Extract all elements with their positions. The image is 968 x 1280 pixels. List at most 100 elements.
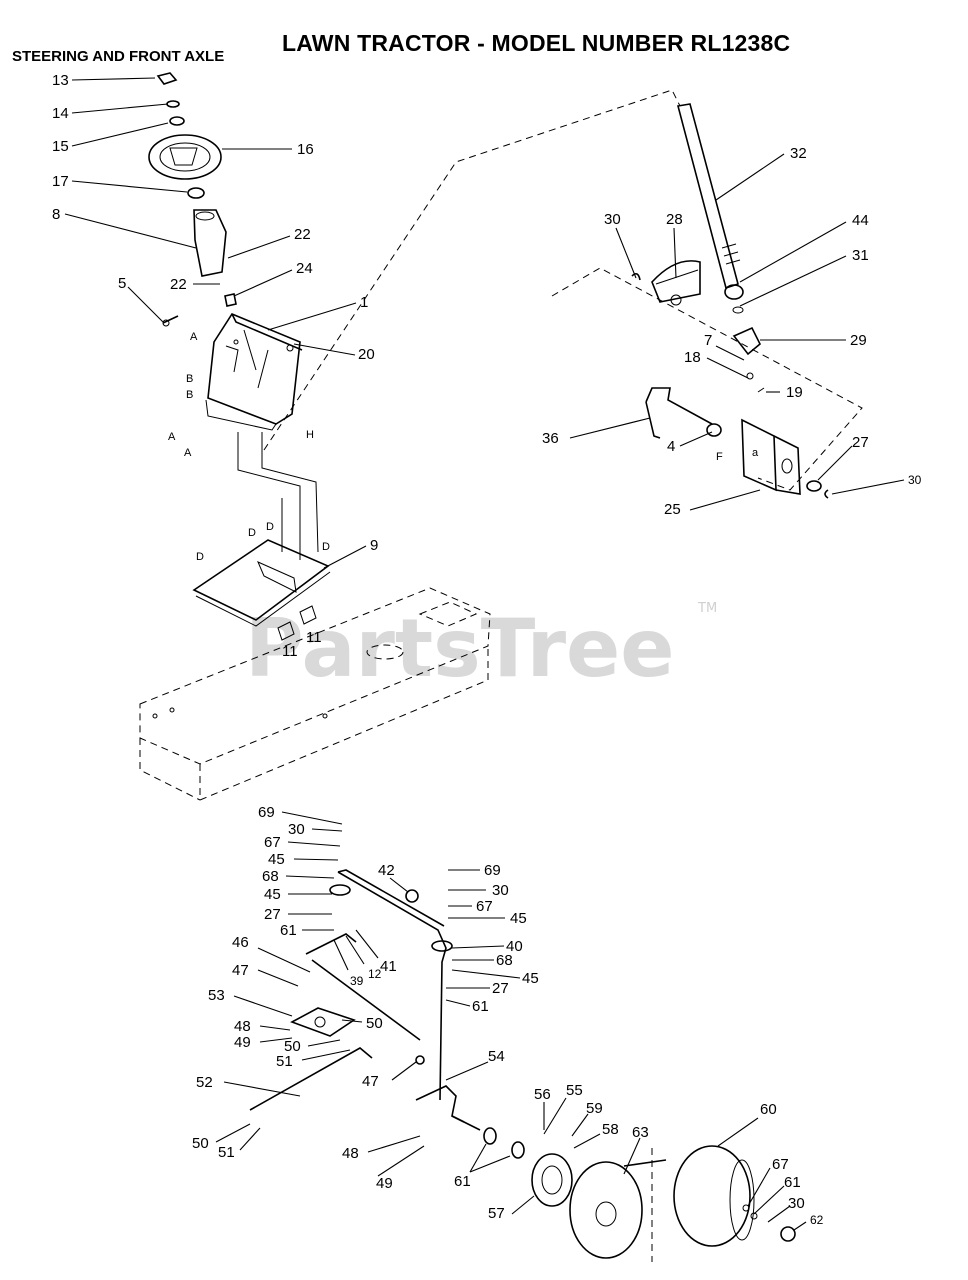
callout-63: 63: [632, 1124, 649, 1141]
callout-67-wheel: 67: [772, 1156, 789, 1173]
ref-letter-a-1: A: [190, 331, 198, 343]
callout-59: 59: [586, 1100, 603, 1117]
callout-52: 52: [196, 1074, 213, 1091]
callout-4: 4: [667, 438, 675, 455]
callout-25: 25: [664, 501, 681, 518]
callout-1: 1: [360, 294, 368, 311]
callout-49-lower: 49: [376, 1175, 393, 1192]
ref-letter-d-3: D: [266, 521, 274, 533]
reference-letters: A B B A A H D D D D F a: [168, 331, 759, 563]
callout-69-left: 69: [258, 804, 275, 821]
callout-36: 36: [542, 430, 559, 447]
callout-31: 31: [852, 247, 869, 264]
callout-30-steer: 30: [908, 473, 922, 487]
callout-9: 9: [370, 537, 378, 554]
callout-30-gear: 30: [604, 211, 621, 228]
ref-letter-d-4: D: [322, 541, 330, 553]
callout-55: 55: [566, 1082, 583, 1099]
callout-30-wheel: 30: [788, 1195, 805, 1212]
callout-32: 32: [790, 145, 807, 162]
callout-44: 44: [852, 212, 869, 229]
watermark-tm: TM: [697, 601, 717, 616]
callout-28: 28: [666, 211, 683, 228]
callout-45-left-b: 45: [264, 886, 281, 903]
callout-54: 54: [488, 1048, 505, 1065]
diagram-title: LAWN TRACTOR - MODEL NUMBER RL1238C: [282, 30, 791, 56]
callout-61-left: 61: [280, 922, 297, 939]
callout-13: 13: [52, 72, 69, 89]
tractor-frame: [139, 587, 491, 801]
callout-24: 24: [296, 260, 313, 277]
callout-48-upper: 48: [234, 1018, 251, 1035]
callout-67-left: 67: [264, 834, 281, 851]
callout-20: 20: [358, 346, 375, 363]
callout-50-upper: 50: [366, 1015, 383, 1032]
callout-60: 60: [760, 1101, 777, 1118]
callout-14: 14: [52, 105, 69, 122]
callout-50-lower: 50: [192, 1135, 209, 1152]
ref-letter-b-1: B: [186, 373, 193, 385]
callout-42: 42: [378, 862, 395, 879]
callout-27-left: 27: [264, 906, 281, 923]
callout-57: 57: [488, 1205, 505, 1222]
callout-69-right: 69: [484, 862, 501, 879]
ref-letter-d-2: D: [248, 527, 256, 539]
callout-45-right-b: 45: [522, 970, 539, 987]
callout-51-lower: 51: [218, 1144, 235, 1161]
callout-27-steer: 27: [852, 434, 869, 451]
callout-68-right: 68: [496, 952, 513, 969]
ref-letter-f: F: [716, 451, 723, 463]
watermark-text: PartsTree: [245, 602, 675, 695]
callout-16: 16: [297, 141, 314, 158]
steering-wheel-assembly: [148, 72, 237, 327]
callout-29: 29: [850, 332, 867, 349]
callout-47-lower: 47: [362, 1073, 379, 1090]
callout-5: 5: [118, 275, 126, 292]
callout-48-lower: 48: [342, 1145, 359, 1162]
callout-30-right: 30: [492, 882, 509, 899]
callout-45-left-a: 45: [268, 851, 285, 868]
callout-61-wheel: 61: [784, 1174, 801, 1191]
callout-7: 7: [704, 332, 712, 349]
callout-47-upper: 47: [232, 962, 249, 979]
leader-lines: [64, 77, 905, 1231]
callout-61-right: 61: [472, 998, 489, 1015]
ref-letter-d-1: D: [196, 551, 204, 563]
callout-labels: 13 14 15 16 17 8 22 22 24 5 1 20 9 11 11…: [52, 72, 922, 1227]
front-axle-assembly: [249, 869, 796, 1262]
callout-8: 8: [52, 206, 60, 223]
callout-22-upper: 22: [294, 226, 311, 243]
callout-58: 58: [602, 1121, 619, 1138]
callout-27-right: 27: [492, 980, 509, 997]
steering-gear-assembly: [263, 89, 863, 499]
callout-53: 53: [208, 987, 225, 1004]
callout-19: 19: [786, 384, 803, 401]
callout-61-hub: 61: [454, 1173, 471, 1190]
callout-56: 56: [534, 1086, 551, 1103]
callout-22-lower: 22: [170, 276, 187, 293]
ref-letter-h: H: [306, 429, 314, 441]
ref-letter-a-3: A: [184, 447, 192, 459]
callout-18: 18: [684, 349, 701, 366]
dash-panel-assembly: [205, 313, 319, 560]
callout-51-upper: 51: [276, 1053, 293, 1070]
ref-letter-b-2: B: [186, 389, 193, 401]
callout-49-upper: 49: [234, 1034, 251, 1051]
callout-11-left: 11: [282, 643, 298, 660]
callout-11-right: 11: [306, 629, 322, 646]
section-title: STEERING AND FRONT AXLE: [12, 48, 225, 65]
callout-15: 15: [52, 138, 69, 155]
callout-68-left: 68: [262, 868, 279, 885]
callout-40: 40: [506, 938, 523, 955]
callout-45-right-a: 45: [510, 910, 527, 927]
callout-17: 17: [52, 173, 69, 190]
ref-letter-a-2: A: [168, 431, 176, 443]
callout-39: 39: [350, 974, 364, 988]
callout-12: 12: [368, 967, 382, 981]
ref-letter-a-lower: a: [752, 447, 759, 459]
callout-62: 62: [810, 1213, 824, 1227]
callout-41: 41: [380, 958, 397, 975]
callout-50-mid: 50: [284, 1038, 301, 1055]
